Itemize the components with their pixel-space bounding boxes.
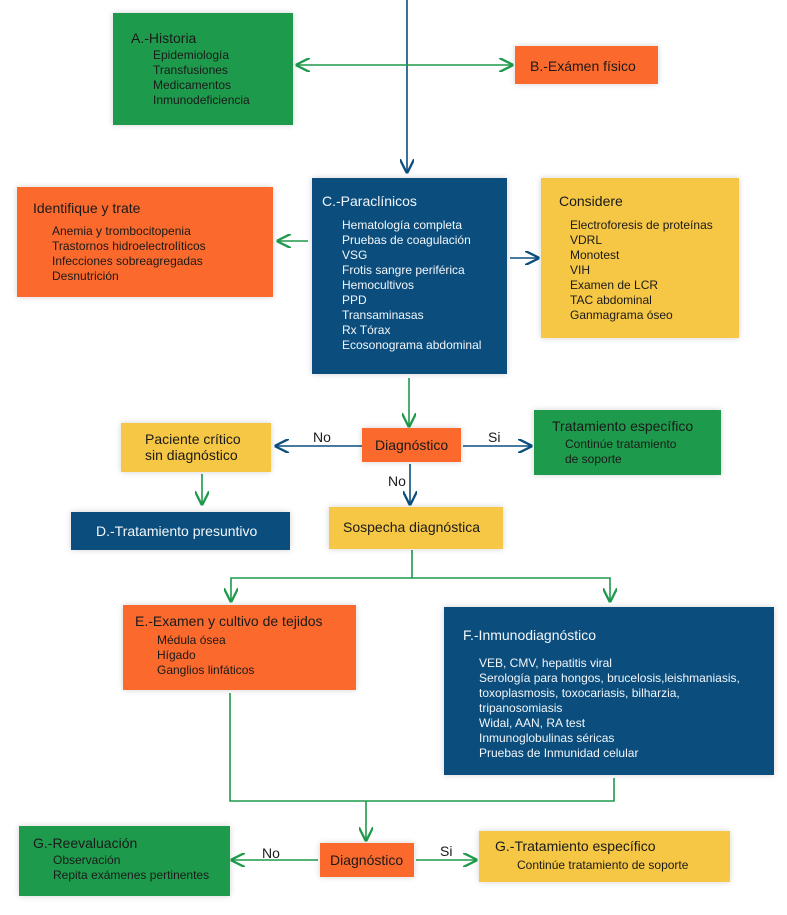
tratamiento-especifico-1-title: Tratamiento específico bbox=[552, 418, 694, 434]
inmunodiagnostico-title: F.-Inmunodiagnóstico bbox=[463, 627, 597, 643]
paraclinicos-item: Hematología completa bbox=[342, 218, 463, 232]
paraclinicos-item: VSG bbox=[342, 248, 368, 262]
diagnostico-2-title: Diagnóstico bbox=[330, 852, 404, 868]
tratamiento-presuntivo-title: D.-Tratamiento presuntivo bbox=[96, 523, 258, 539]
tratamiento-especifico-2-item: Continúe tratamiento de soporte bbox=[517, 858, 689, 872]
tratamiento-presuntivo-box: D.-Tratamiento presuntivo bbox=[71, 512, 290, 550]
inmunodiagnostico-item: Inmunoglobulinas séricas bbox=[479, 731, 615, 745]
historia-item: Epidemiología bbox=[153, 48, 230, 62]
reevaluacion-item: Repita exámenes pertinentes bbox=[53, 868, 210, 882]
edge-label-si: Si bbox=[440, 843, 453, 859]
paraclinicos-box: C.-Paraclínicos Hematología completa Pru… bbox=[312, 178, 507, 374]
identifique-items: Anemia y trombocitopenia Trastornos hidr… bbox=[52, 224, 206, 284]
paraclinicos-item: Hemocultivos bbox=[342, 278, 415, 292]
edge-label-no: No bbox=[313, 429, 331, 445]
reevaluacion-items: Observación Repita exámenes pertinentes bbox=[53, 853, 209, 883]
considere-items: Electroforesis de proteínas VDRL Monotes… bbox=[570, 218, 713, 323]
tratamiento-especifico-1-items: Continúe tratamiento de soporte bbox=[565, 437, 676, 467]
considere-item: Ganmagrama óseo bbox=[570, 308, 673, 322]
inmunodiagnostico-item: Serología para hongos, brucelosis,leishm… bbox=[479, 671, 740, 685]
examen-fisico-box: B.-Exámen físico bbox=[515, 46, 658, 84]
inmunodiagnostico-item: VEB, CMV, hepatitis viral bbox=[479, 656, 612, 670]
considere-item: VIH bbox=[570, 263, 591, 277]
sospecha-title: Sospecha diagnóstica bbox=[343, 519, 480, 535]
paraclinicos-item: Pruebas de coagulación bbox=[342, 233, 471, 247]
examen-cultivo-item: Médula ósea bbox=[157, 633, 226, 647]
historia-title: A.-Historia bbox=[131, 30, 197, 46]
paraclinicos-title: C.-Paraclínicos bbox=[322, 193, 417, 209]
historia-item: Medicamentos bbox=[153, 78, 232, 92]
arrow-merge-left bbox=[229, 693, 615, 802]
historia-item: Inmunodeficiencia bbox=[153, 93, 250, 107]
edge-label-si: Si bbox=[488, 429, 501, 445]
edge-label-no: No bbox=[388, 473, 406, 489]
paraclinicos-item: Ecosonograma abdominal bbox=[342, 338, 482, 352]
reevaluacion-item: Observación bbox=[53, 853, 121, 867]
identifique-title: Identifique y trate bbox=[33, 200, 141, 216]
examen-cultivo-item: Ganglios linfáticos bbox=[157, 663, 255, 677]
arrow-sospecha-branch-right bbox=[412, 577, 610, 601]
considere-item: Electroforesis de proteínas bbox=[570, 218, 713, 232]
considere-item: Examen de LCR bbox=[570, 278, 659, 292]
paraclinicos-items: Hematología completa Pruebas de coagulac… bbox=[342, 218, 481, 353]
reevaluacion-box: G.-Reevaluación Observación Repita exáme… bbox=[19, 826, 230, 896]
identifique-item: Infecciones sobreagregadas bbox=[52, 254, 203, 268]
considere-item: VDRL bbox=[570, 233, 603, 247]
tratamiento-especifico-1-box: Tratamiento específico Continúe tratamie… bbox=[534, 410, 721, 475]
historia-box: A.-Historia Epidemiología Transfusiones … bbox=[113, 13, 293, 125]
arrow-sospecha-branches bbox=[231, 550, 413, 601]
identifique-box: Identifique y trate Anemia y trombocitop… bbox=[17, 187, 273, 297]
identifique-item: Desnutrición bbox=[52, 269, 119, 283]
inmunodiagnostico-item: tripanosomiasis bbox=[479, 701, 563, 715]
identifique-item: Anemia y trombocitopenia bbox=[52, 224, 191, 238]
considere-item: TAC abdominal bbox=[570, 293, 652, 307]
examen-cultivo-item: Hígado bbox=[157, 648, 196, 662]
tratamiento-especifico-2-title: G.-Tratamiento específico bbox=[495, 838, 656, 854]
identifique-item: Trastornos hidroelectrolíticos bbox=[52, 239, 206, 253]
examen-cultivo-title: E.-Examen y cultivo de tejidos bbox=[135, 613, 323, 629]
diagnostico-2-box: Diagnóstico bbox=[320, 843, 414, 877]
inmunodiagnostico-box: F.-Inmunodiagnóstico VEB, CMV, hepatitis… bbox=[444, 607, 774, 775]
paraclinicos-item: Rx Tórax bbox=[342, 323, 391, 337]
paciente-critico-title: Paciente crítico sin diagnóstico bbox=[145, 431, 241, 463]
tratamiento-especifico-1-item: de soporte bbox=[565, 452, 622, 466]
tratamiento-especifico-1-item: Continúe tratamiento bbox=[565, 437, 677, 451]
diagnostico-1-title: Diagnóstico bbox=[375, 437, 449, 453]
inmunodiagnostico-items: VEB, CMV, hepatitis viral Serología para… bbox=[479, 656, 740, 761]
examen-fisico-title: B.-Exámen físico bbox=[530, 58, 636, 74]
paciente-critico-box: Paciente crítico sin diagnóstico bbox=[121, 423, 271, 472]
paraclinicos-item: PPD bbox=[342, 293, 367, 307]
inmunodiagnostico-item: toxoplasmosis, toxocariasis, bilharzia, bbox=[479, 686, 680, 700]
inmunodiagnostico-item: Widal, AAN, RA test bbox=[479, 716, 586, 730]
examen-cultivo-box: E.-Examen y cultivo de tejidos Médula ós… bbox=[123, 605, 356, 690]
sospecha-box: Sospecha diagnóstica bbox=[329, 507, 503, 549]
historia-items: Epidemiología Transfusiones Medicamentos… bbox=[153, 48, 250, 108]
tratamiento-especifico-2-box: G.-Tratamiento específico Continúe trata… bbox=[479, 831, 730, 882]
considere-item: Monotest bbox=[570, 248, 620, 262]
examen-cultivo-items: Médula ósea Hígado Ganglios linfáticos bbox=[157, 633, 254, 678]
tratamiento-especifico-2-items: Continúe tratamiento de soporte bbox=[517, 858, 688, 873]
considere-box: Considere Electroforesis de proteínas VD… bbox=[541, 178, 739, 338]
historia-item: Transfusiones bbox=[153, 63, 228, 77]
diagnostico-1-box: Diagnóstico bbox=[362, 428, 461, 462]
considere-title: Considere bbox=[559, 193, 623, 209]
reevaluacion-title: G.-Reevaluación bbox=[33, 835, 138, 851]
paraclinicos-item: Frotis sangre periférica bbox=[342, 263, 465, 277]
paraclinicos-item: Transaminasas bbox=[342, 308, 424, 322]
edge-label-no: No bbox=[262, 845, 280, 861]
inmunodiagnostico-item: Pruebas de Inmunidad celular bbox=[479, 746, 639, 760]
